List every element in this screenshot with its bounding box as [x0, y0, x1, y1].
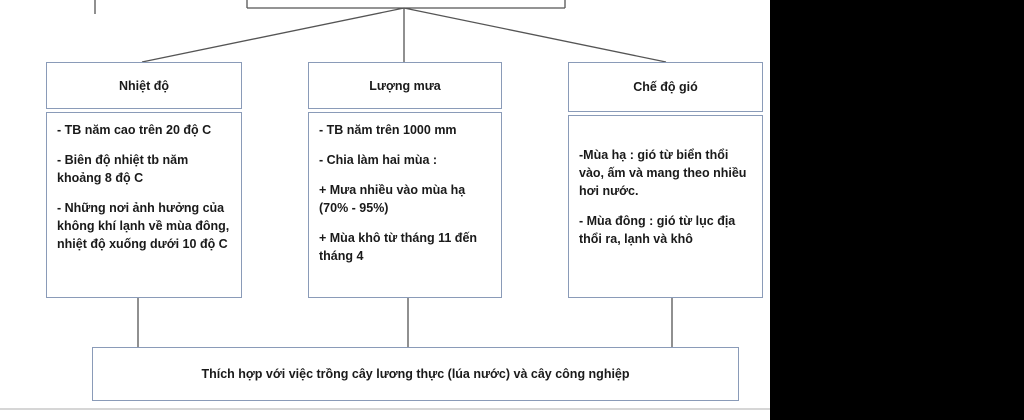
category-details-2: - TB năm trên 1000 mm - Chia làm hai mùa… [308, 112, 502, 298]
category-title-3: Chế độ gió [633, 80, 698, 94]
detail-2-4: + Mùa khô từ tháng 11 đến tháng 4 [319, 231, 478, 263]
category-title-1: Nhiệt độ [119, 78, 169, 93]
detail-3-1: -Mùa hạ : gió từ biển thổi vào, ấm và ma… [579, 148, 747, 198]
bottom-divider [0, 408, 770, 410]
category-header-3: Chế độ gió [568, 62, 763, 112]
detail-1-2: - Biên độ nhiệt tb năm khoảng 8 độ C [57, 153, 189, 185]
connector-to-box-3 [403, 7, 667, 63]
category-header-1: Nhiệt độ [46, 62, 242, 109]
detail-2-2: - Chia làm hai mùa : [319, 153, 438, 167]
detail-2-1: - TB năm trên 1000 mm [319, 123, 457, 137]
detail-1-3: - Những nơi ảnh hưởng của không khí lạnh… [57, 201, 230, 251]
detail-1-1: - TB năm cao trên 20 độ C [57, 123, 212, 137]
detail-2-3: + Mưa nhiều vào mùa hạ (70% - 95%) [319, 183, 466, 215]
category-title-2: Lượng mưa [369, 78, 441, 93]
category-header-2: Lượng mưa [308, 62, 502, 109]
conclusion-text: Thích hợp với việc trồng cây lương thực … [201, 367, 630, 381]
right-dark-region [770, 0, 1024, 420]
category-details-1: - TB năm cao trên 20 độ C - Biên độ nhiệ… [46, 112, 242, 298]
category-details-3: -Mùa hạ : gió từ biển thổi vào, ấm và ma… [568, 115, 763, 298]
connector-to-box-1 [141, 7, 405, 63]
detail-3-2: - Mùa đông : gió từ lục địa thổi ra, lạn… [579, 214, 736, 246]
conclusion-box: Thích hợp với việc trồng cây lương thực … [92, 347, 739, 401]
